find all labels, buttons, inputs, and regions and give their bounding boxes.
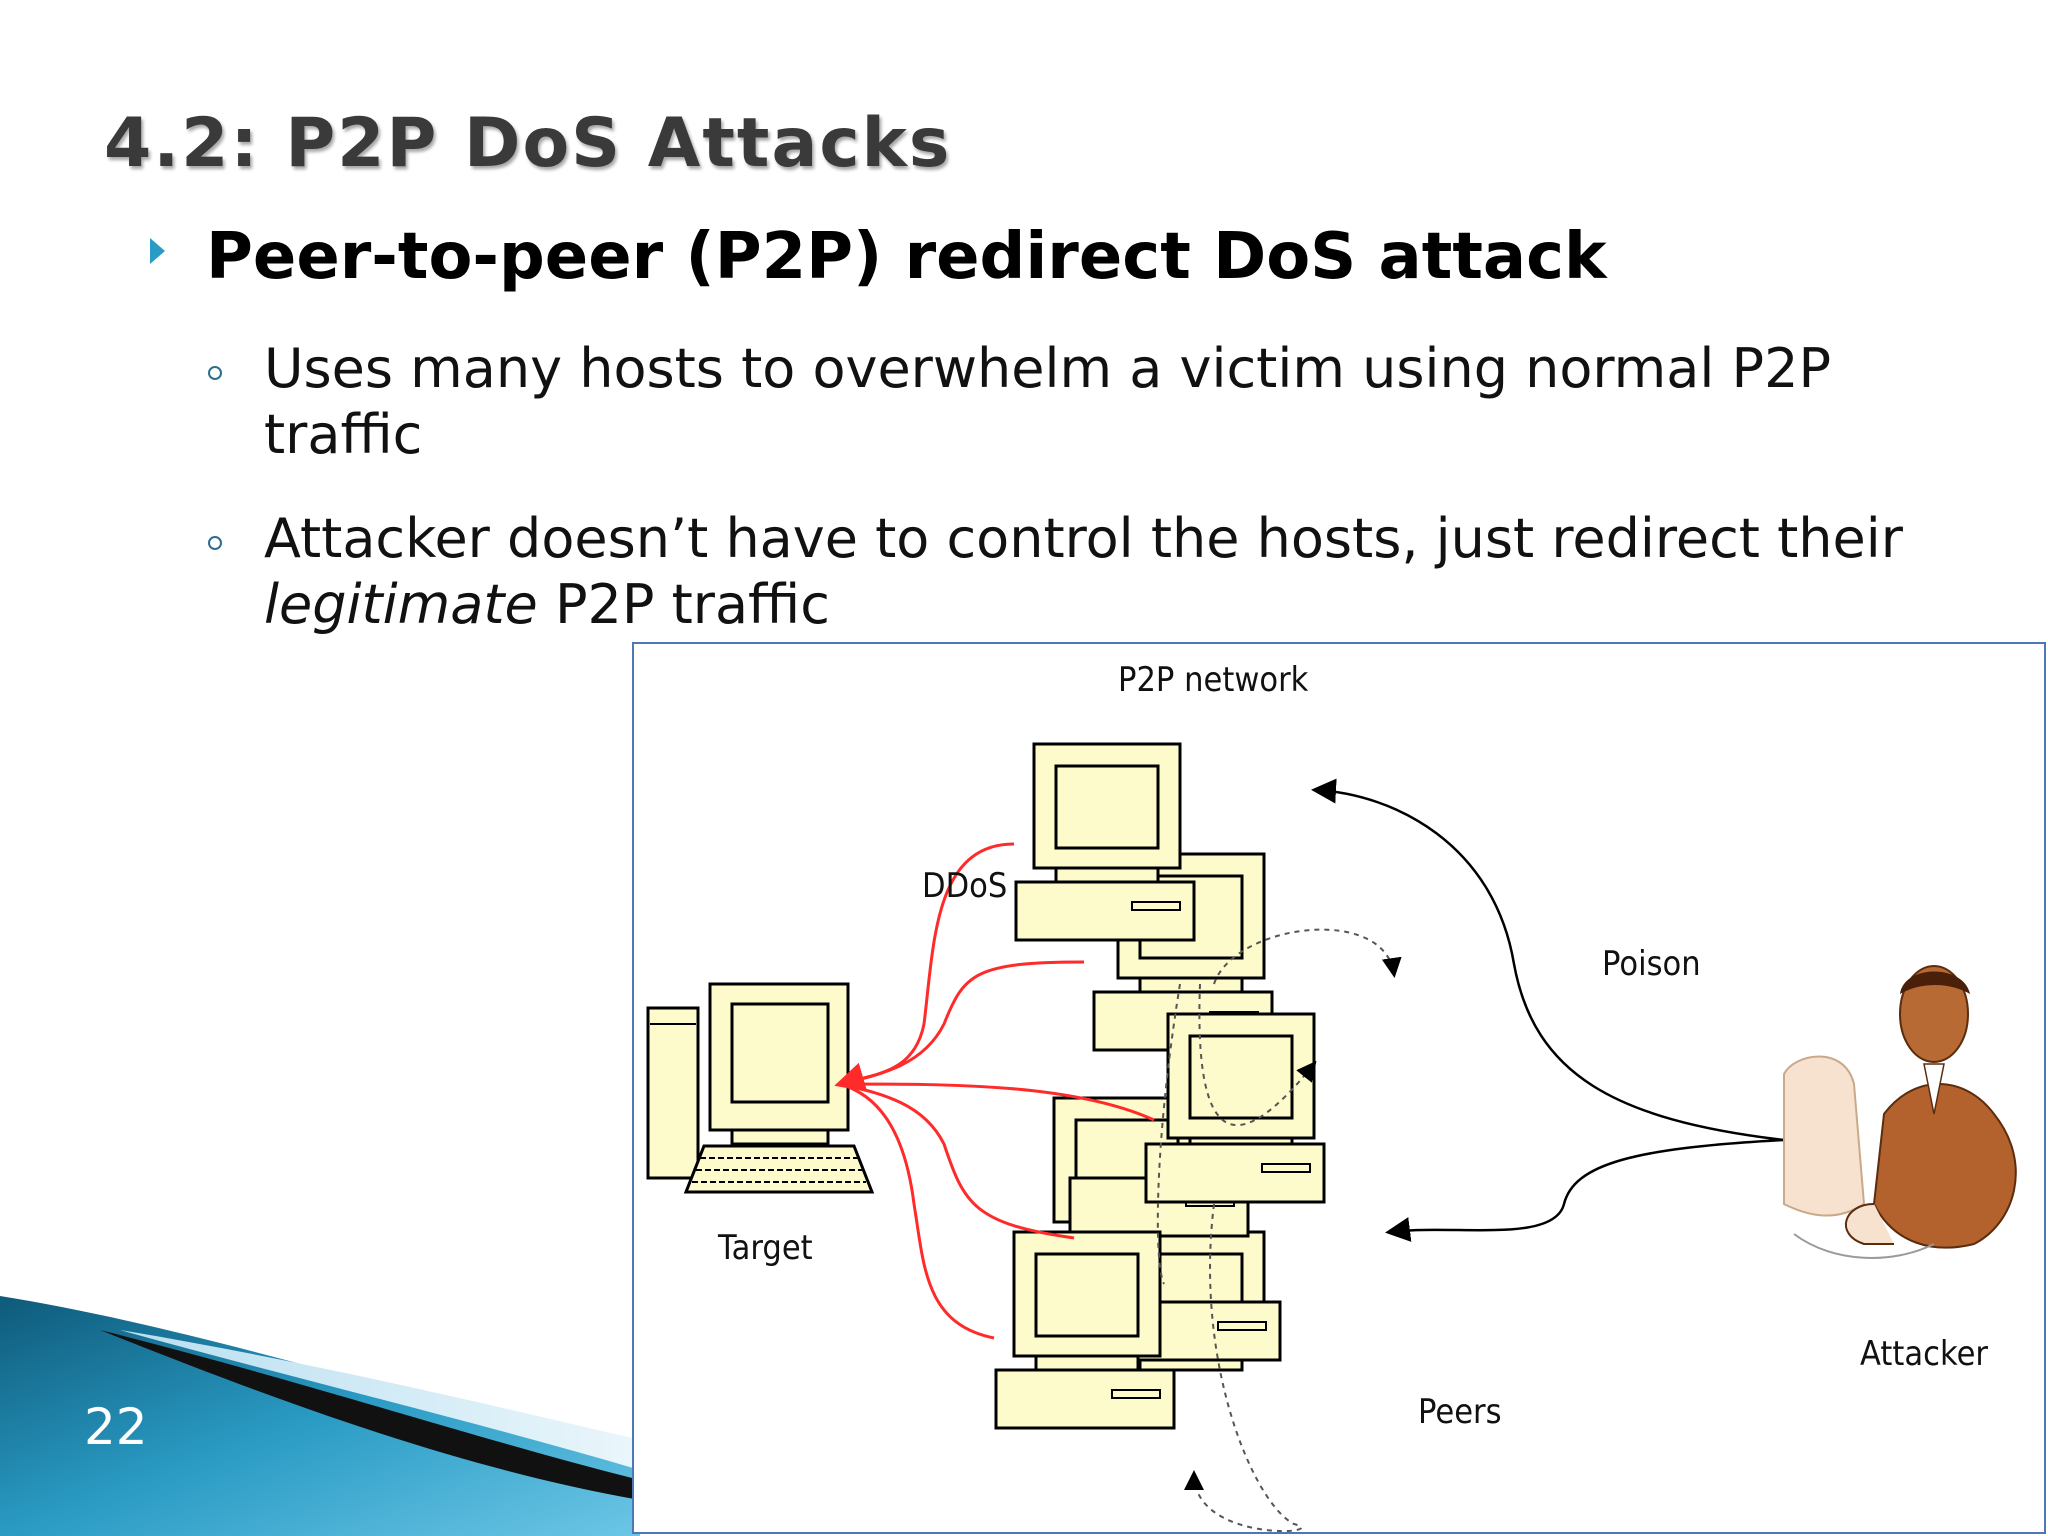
diagram-drawing bbox=[646, 742, 2017, 1532]
peer-computer-icon bbox=[1144, 1012, 1326, 1204]
sub-bullet-2-line2: legitimate P2P traffic bbox=[264, 572, 830, 638]
slide-title: 4.2: P2P DoS Attacks bbox=[104, 104, 952, 183]
attacker-label: Attacker bbox=[1860, 1334, 1989, 1374]
sub-bullet-1-line1: Uses many hosts to overwhelm a victim us… bbox=[264, 337, 1832, 400]
emphasis-legitimate: legitimate bbox=[264, 573, 538, 636]
target-label: Target bbox=[718, 1228, 813, 1268]
main-bullet-text: Peer-to-peer (P2P) redirect DoS attack bbox=[206, 220, 1607, 294]
sub-bullet-ring-icon bbox=[208, 536, 222, 550]
ddos-arrows bbox=[834, 842, 1155, 1340]
sub-bullet-2-line2-rest: P2P traffic bbox=[537, 573, 830, 636]
attacker-person-icon bbox=[1783, 965, 2017, 1259]
sub-bullet-2-line1: Attacker doesn’t have to control the hos… bbox=[264, 507, 1903, 570]
peers-label: Peers bbox=[1418, 1392, 1502, 1432]
peer-computer-icon bbox=[1014, 742, 1196, 942]
bullet-triangle-icon bbox=[150, 238, 165, 264]
slide-number: 22 bbox=[84, 1398, 148, 1456]
peer-computer-icon bbox=[994, 1230, 1176, 1430]
sub-bullet-1-line2: traffic bbox=[264, 403, 423, 466]
poison-arrows bbox=[1311, 778, 1785, 1242]
sub-bullet-ring-icon bbox=[208, 366, 222, 380]
redirect-arrows bbox=[1156, 928, 1402, 1532]
corner-decoration bbox=[0, 1296, 640, 1536]
p2p-diagram: P2P network DDoS Poison Target Peers Att… bbox=[632, 642, 2046, 1534]
poison-label: Poison bbox=[1602, 944, 1701, 984]
p2p-network-label: P2P network bbox=[1118, 660, 1309, 700]
ddos-label: DDoS bbox=[922, 866, 1008, 906]
target-computer-icon bbox=[646, 982, 875, 1194]
